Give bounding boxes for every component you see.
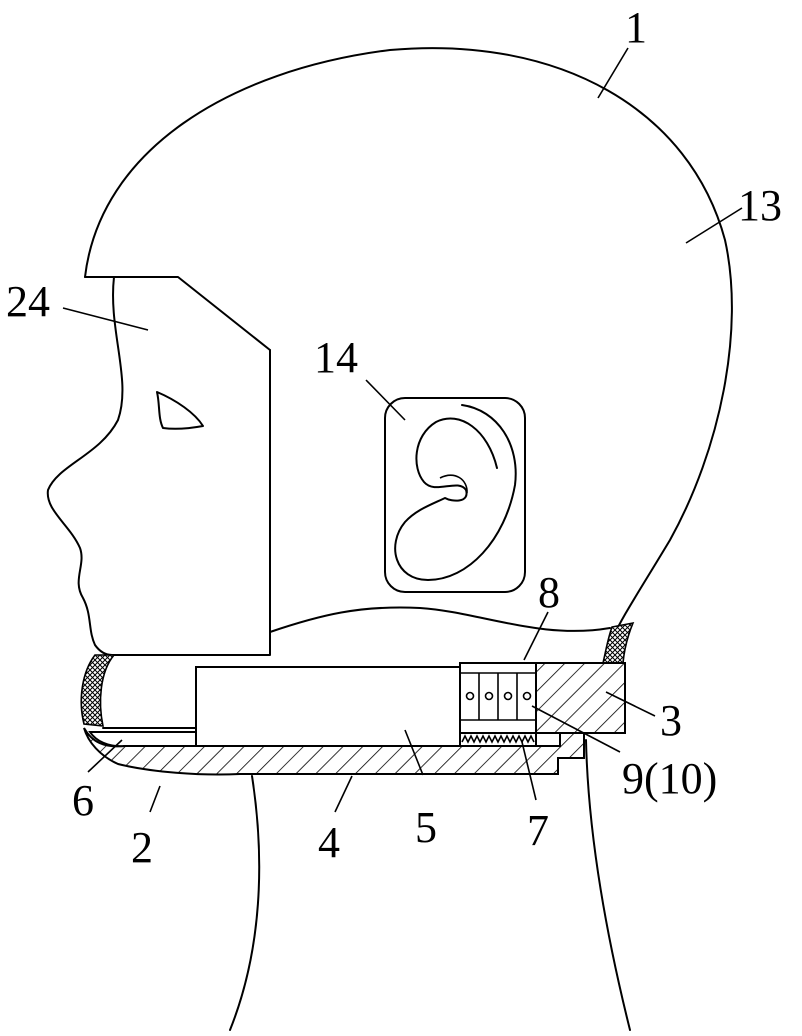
label-9-10: 9(10)	[622, 754, 717, 803]
collar-inner-strip	[88, 731, 197, 748]
label-1: 1	[625, 3, 647, 52]
leader-4	[334, 775, 353, 813]
label-2: 2	[131, 823, 153, 872]
visor-top-edge	[84, 276, 271, 351]
latch-pin-1	[465, 691, 475, 701]
leader-8	[523, 611, 549, 661]
buckle-housing	[535, 662, 626, 734]
leader-5	[404, 729, 424, 776]
leader-13	[685, 207, 743, 244]
leader-14	[365, 379, 406, 421]
label-13: 13	[738, 181, 782, 230]
label-24: 24	[6, 277, 50, 326]
label-6: 6	[72, 776, 94, 825]
leader-24	[62, 307, 149, 331]
leader-6	[87, 739, 123, 773]
face-profile	[46, 276, 124, 656]
helmet-shell	[84, 47, 733, 641]
leader-3	[605, 691, 656, 717]
rack-frame	[459, 732, 537, 747]
ear-inner-curve	[439, 474, 468, 494]
latch-pin-3	[503, 691, 513, 701]
eye-icon	[156, 391, 204, 430]
label-5: 5	[415, 803, 437, 852]
leader-9	[531, 705, 621, 753]
ear-icon	[394, 404, 517, 581]
neck-front-line	[229, 775, 261, 1031]
front-padding	[80, 654, 116, 727]
label-3: 3	[660, 696, 682, 745]
label-4: 4	[318, 818, 340, 867]
neck-back-line	[585, 739, 631, 1031]
latch-pin-2	[484, 691, 494, 701]
helmet-bottom-edge	[269, 606, 611, 633]
label-14: 14	[314, 333, 358, 382]
leader-7	[521, 741, 537, 801]
visor-panel	[111, 349, 271, 656]
ear-window	[384, 397, 526, 593]
label-8: 8	[538, 568, 560, 617]
label-7: 7	[527, 806, 549, 855]
sliding-block	[195, 666, 461, 747]
leader-1	[597, 47, 629, 99]
latch-pin-4	[522, 691, 532, 701]
leader-2	[149, 785, 161, 813]
